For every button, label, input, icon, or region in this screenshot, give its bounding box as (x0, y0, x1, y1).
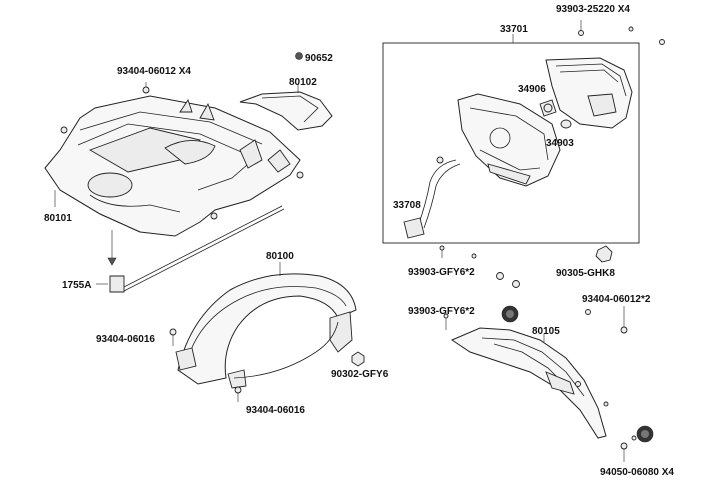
bolt-bottom-icon (234, 386, 242, 402)
clip-90652-icon (295, 52, 303, 60)
lamp-lens-part (545, 57, 633, 129)
nut-90305-icon (595, 245, 613, 263)
bulb-34903-part (560, 119, 572, 129)
label-bolt-bottom: 93404-06016 (246, 405, 305, 416)
label-screw-93404-x4: 93404-06012 X4 (117, 66, 191, 77)
band-1755a-part (109, 205, 285, 293)
bolt-left-icon (169, 328, 177, 346)
label-inner-fender: 80101 (44, 213, 72, 224)
license-bracket-80105-part (450, 327, 607, 439)
cover-80102-part (239, 91, 333, 131)
label-nut-90302: 90302-GFY6 (331, 369, 389, 380)
label-license-bracket: 80105 (532, 326, 560, 337)
screw-93903-25220-icon (578, 20, 665, 45)
lamp-housing-part (457, 93, 561, 187)
label-bolt-left: 93404-06016 (96, 334, 155, 345)
label-reflector-screw: 94050-06080 X4 (600, 467, 674, 478)
label-screw-gfy6-a: 93903-GFY6*2 (408, 267, 475, 278)
label-clip-90652: 90652 (305, 53, 333, 64)
label-rear-lamp-assembly: 33701 (500, 24, 528, 35)
nut-small-icon (496, 272, 520, 288)
bulb-socket-34906-part (539, 99, 557, 117)
reflector-bottom-icon (603, 401, 654, 462)
screw-93404-x2-icon (585, 306, 628, 334)
nut-90302-icon (351, 351, 365, 367)
label-screw-gfy6-b: 93903-GFY6*2 (408, 306, 475, 317)
reflector-top-icon (501, 305, 519, 323)
screw-gfy6-a-icon (439, 245, 477, 259)
label-cover-80102: 80102 (289, 77, 317, 88)
label-bulb: 34903 (546, 138, 574, 149)
label-nut-90305: 90305-GHK8 (556, 268, 615, 279)
screw-gfy6-b-icon (443, 313, 449, 330)
label-harness: 33708 (393, 200, 421, 211)
label-screw-93404-x2: 93404-06012*2 (582, 294, 651, 305)
rear-lamp-assembly-box (382, 42, 640, 244)
harness-33708-part (403, 156, 461, 239)
label-bulb-socket: 34906 (518, 84, 546, 95)
screw-93404-x4-icon (60, 82, 304, 220)
rear-fender-part (175, 273, 357, 389)
inner-fender-part (44, 95, 301, 237)
label-rear-fender: 80100 (266, 251, 294, 262)
label-band-1755a: 1755A (62, 280, 91, 291)
label-screw-93903-25220: 93903-25220 X4 (556, 4, 630, 15)
